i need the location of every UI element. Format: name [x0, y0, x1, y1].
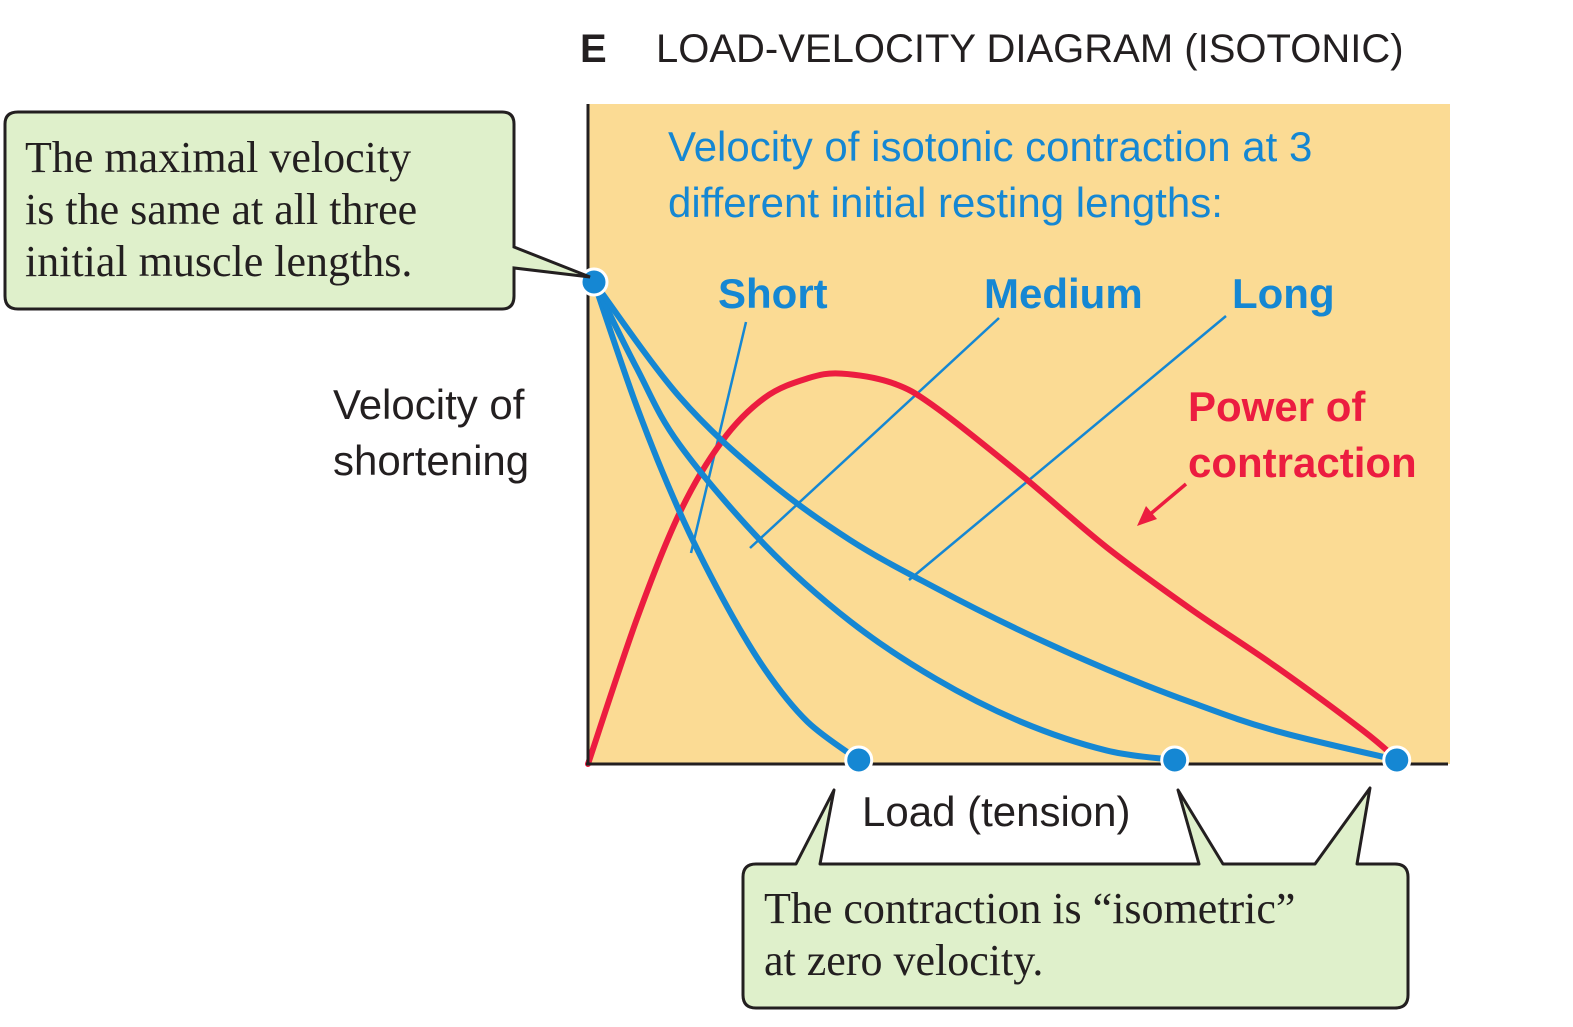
callout-max-velocity-bubble — [3, 110, 591, 311]
label-power-line-1: Power of — [1188, 383, 1366, 430]
label-medium: Medium — [984, 270, 1143, 317]
curve-short — [591, 279, 862, 763]
curves-layer — [585, 279, 1400, 767]
callout-max-velocity-line-1: The maximal velocity — [25, 133, 411, 182]
marker-maximal-velocity-all-lengths — [579, 267, 609, 297]
marker-medium-isometric — [1160, 745, 1190, 775]
curve-long — [591, 279, 1400, 763]
callout-isometric: The contraction is “isometric” at zero v… — [741, 786, 1410, 1010]
curve-medium — [591, 279, 1178, 763]
marker-short-isometric — [844, 745, 874, 775]
label-power-line-2: contraction — [1188, 439, 1417, 486]
figure-title: LOAD-VELOCITY DIAGRAM (ISOTONIC) — [656, 27, 1404, 71]
callout-max-velocity-line-2: is the same at all three — [25, 185, 417, 234]
y-axis-label-line-1: Velocity of — [333, 381, 525, 428]
label-short: Short — [718, 270, 828, 317]
callout-max-velocity: The maximal velocity is the same at all … — [3, 110, 591, 311]
callout-isometric-line-2: at zero velocity. — [764, 936, 1043, 985]
y-axis-label-line-2: shortening — [333, 437, 529, 484]
leader-long — [908, 315, 1227, 581]
markers-layer — [579, 267, 1412, 775]
note-line-2: different initial resting lengths: — [668, 179, 1223, 226]
note-line-1: Velocity of isotonic contraction at 3 — [668, 123, 1312, 170]
label-long: Long — [1232, 270, 1335, 317]
panel-letter: E — [580, 27, 607, 71]
plot-area — [588, 104, 1450, 764]
callout-isometric-line-1: The contraction is “isometric” — [764, 884, 1295, 933]
leader-medium — [749, 317, 1000, 549]
callout-isometric-bubble — [741, 786, 1410, 1010]
x-axis-label: Load (tension) — [862, 788, 1131, 835]
marker-long-isometric — [1382, 745, 1412, 775]
callout-max-velocity-line-3: initial muscle lengths. — [25, 237, 412, 286]
power-arrow-icon — [1137, 482, 1188, 526]
